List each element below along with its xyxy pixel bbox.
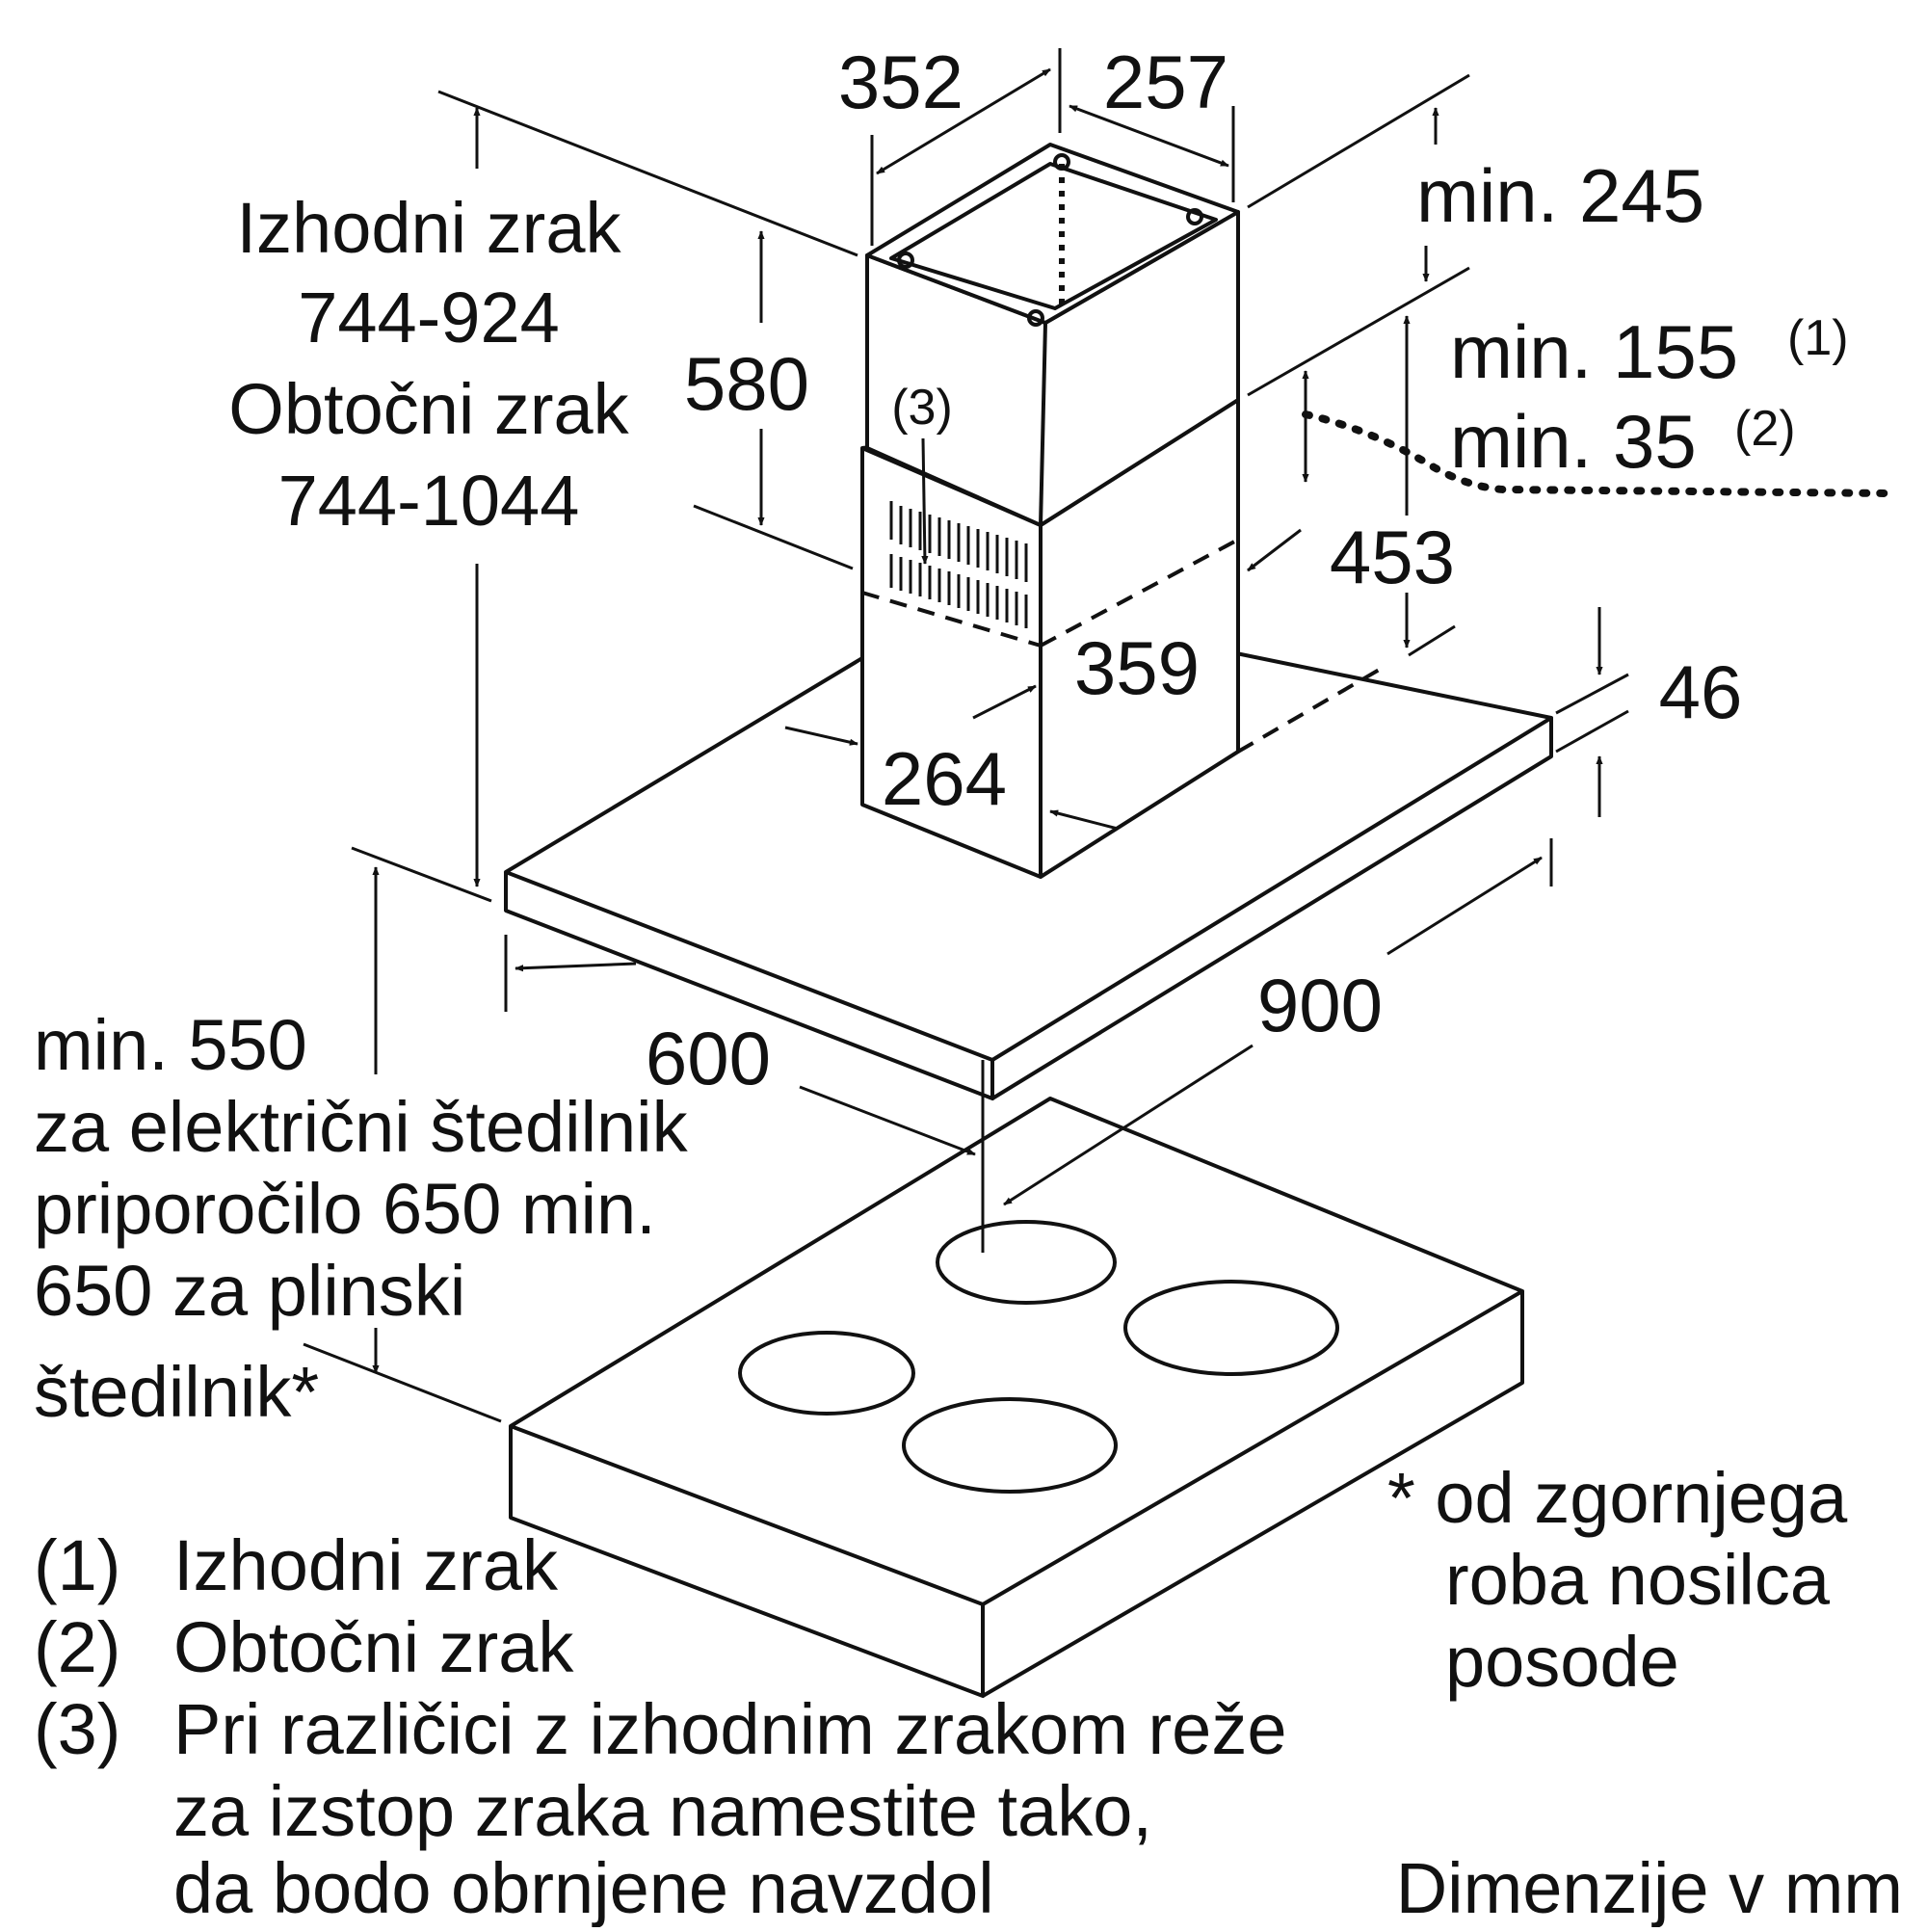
dim-min-155: min. 155	[1450, 309, 1738, 394]
dim-chimney-width: 352	[838, 40, 964, 124]
dim-lower-chimney-width: 264	[882, 736, 1007, 821]
dimension-labels: 352 257 Izhodni zrak 744-924 Obtočni zra…	[228, 40, 1848, 1100]
clearance-note: min. 550 za električni štedilnik priporo…	[34, 1005, 689, 1432]
dim-min-35-ref: (2)	[1734, 401, 1796, 457]
dim-min-35: min. 35	[1450, 399, 1697, 484]
dim-lower-chimney-depth: 359	[1074, 625, 1200, 710]
circulation-air-line	[1302, 410, 1892, 497]
clearance-line-3: priporočilo 650 min.	[34, 1169, 656, 1249]
dim-lower-chimney-height: 453	[1330, 515, 1455, 599]
dim-chimney-depth: 257	[1103, 40, 1228, 124]
height-value-exhaust: 744-924	[298, 278, 560, 357]
extension-lines	[303, 48, 1629, 1423]
footnote-line-2: roba nosilca	[1445, 1540, 1831, 1620]
clearance-line-5: štedilnik*	[34, 1352, 319, 1432]
lower-chimney	[860, 398, 1389, 879]
dim-min-155-ref: (1)	[1787, 310, 1849, 366]
dimension-arrows	[372, 67, 1603, 1374]
upper-chimney	[865, 143, 1240, 527]
dim-canopy-thickness: 46	[1659, 649, 1743, 734]
cooktop	[509, 1097, 1524, 1698]
dim-canopy-depth: 600	[646, 1016, 771, 1100]
clearance-line-4: 650 za plinski	[34, 1251, 465, 1331]
air-outlet-slots	[889, 501, 1028, 628]
legend-text-2: Obtočni zrak	[173, 1607, 574, 1687]
legend-text-1: Izhodni zrak	[173, 1525, 559, 1605]
legend: (1) Izhodni zrak (2) Obtočni zrak (3) Pr…	[34, 1525, 1287, 1928]
dim-upper-chimney-height: 580	[684, 341, 809, 426]
legend-text-3-cont-1: za izstop zraka namestite tako,	[173, 1771, 1152, 1851]
burner-front-left	[738, 1331, 915, 1416]
units-note: Dimenzije v mm	[1396, 1848, 1903, 1927]
footnote: * od zgornjega roba nosilca posode	[1387, 1458, 1848, 1702]
slot-ref: (3)	[891, 380, 953, 436]
legend-num-1: (1)	[34, 1525, 120, 1605]
legend-num-3: (3)	[34, 1689, 120, 1769]
legend-num-2: (2)	[34, 1607, 120, 1687]
legend-text-3-cont-2: da bodo obrnjene navzdol	[173, 1848, 994, 1927]
height-label-exhaust: Izhodni zrak	[237, 188, 622, 268]
dim-canopy-width: 900	[1257, 963, 1383, 1047]
burner-back-left	[936, 1220, 1117, 1305]
legend-text-3: Pri različici z izhodnim zrakom reže	[173, 1689, 1287, 1769]
clearance-line-2: za električni štedilnik	[34, 1087, 689, 1167]
footnote-line-3: posode	[1445, 1622, 1679, 1702]
dim-min-245: min. 245	[1416, 153, 1704, 238]
burner-front-right	[902, 1397, 1118, 1494]
burner-back-right	[1123, 1280, 1339, 1376]
height-value-recirc: 744-1044	[278, 461, 580, 541]
height-label-recirc: Obtočni zrak	[228, 369, 629, 449]
clearance-line-1: min. 550	[34, 1005, 307, 1085]
footnote-line-1: * od zgornjega	[1387, 1458, 1848, 1538]
